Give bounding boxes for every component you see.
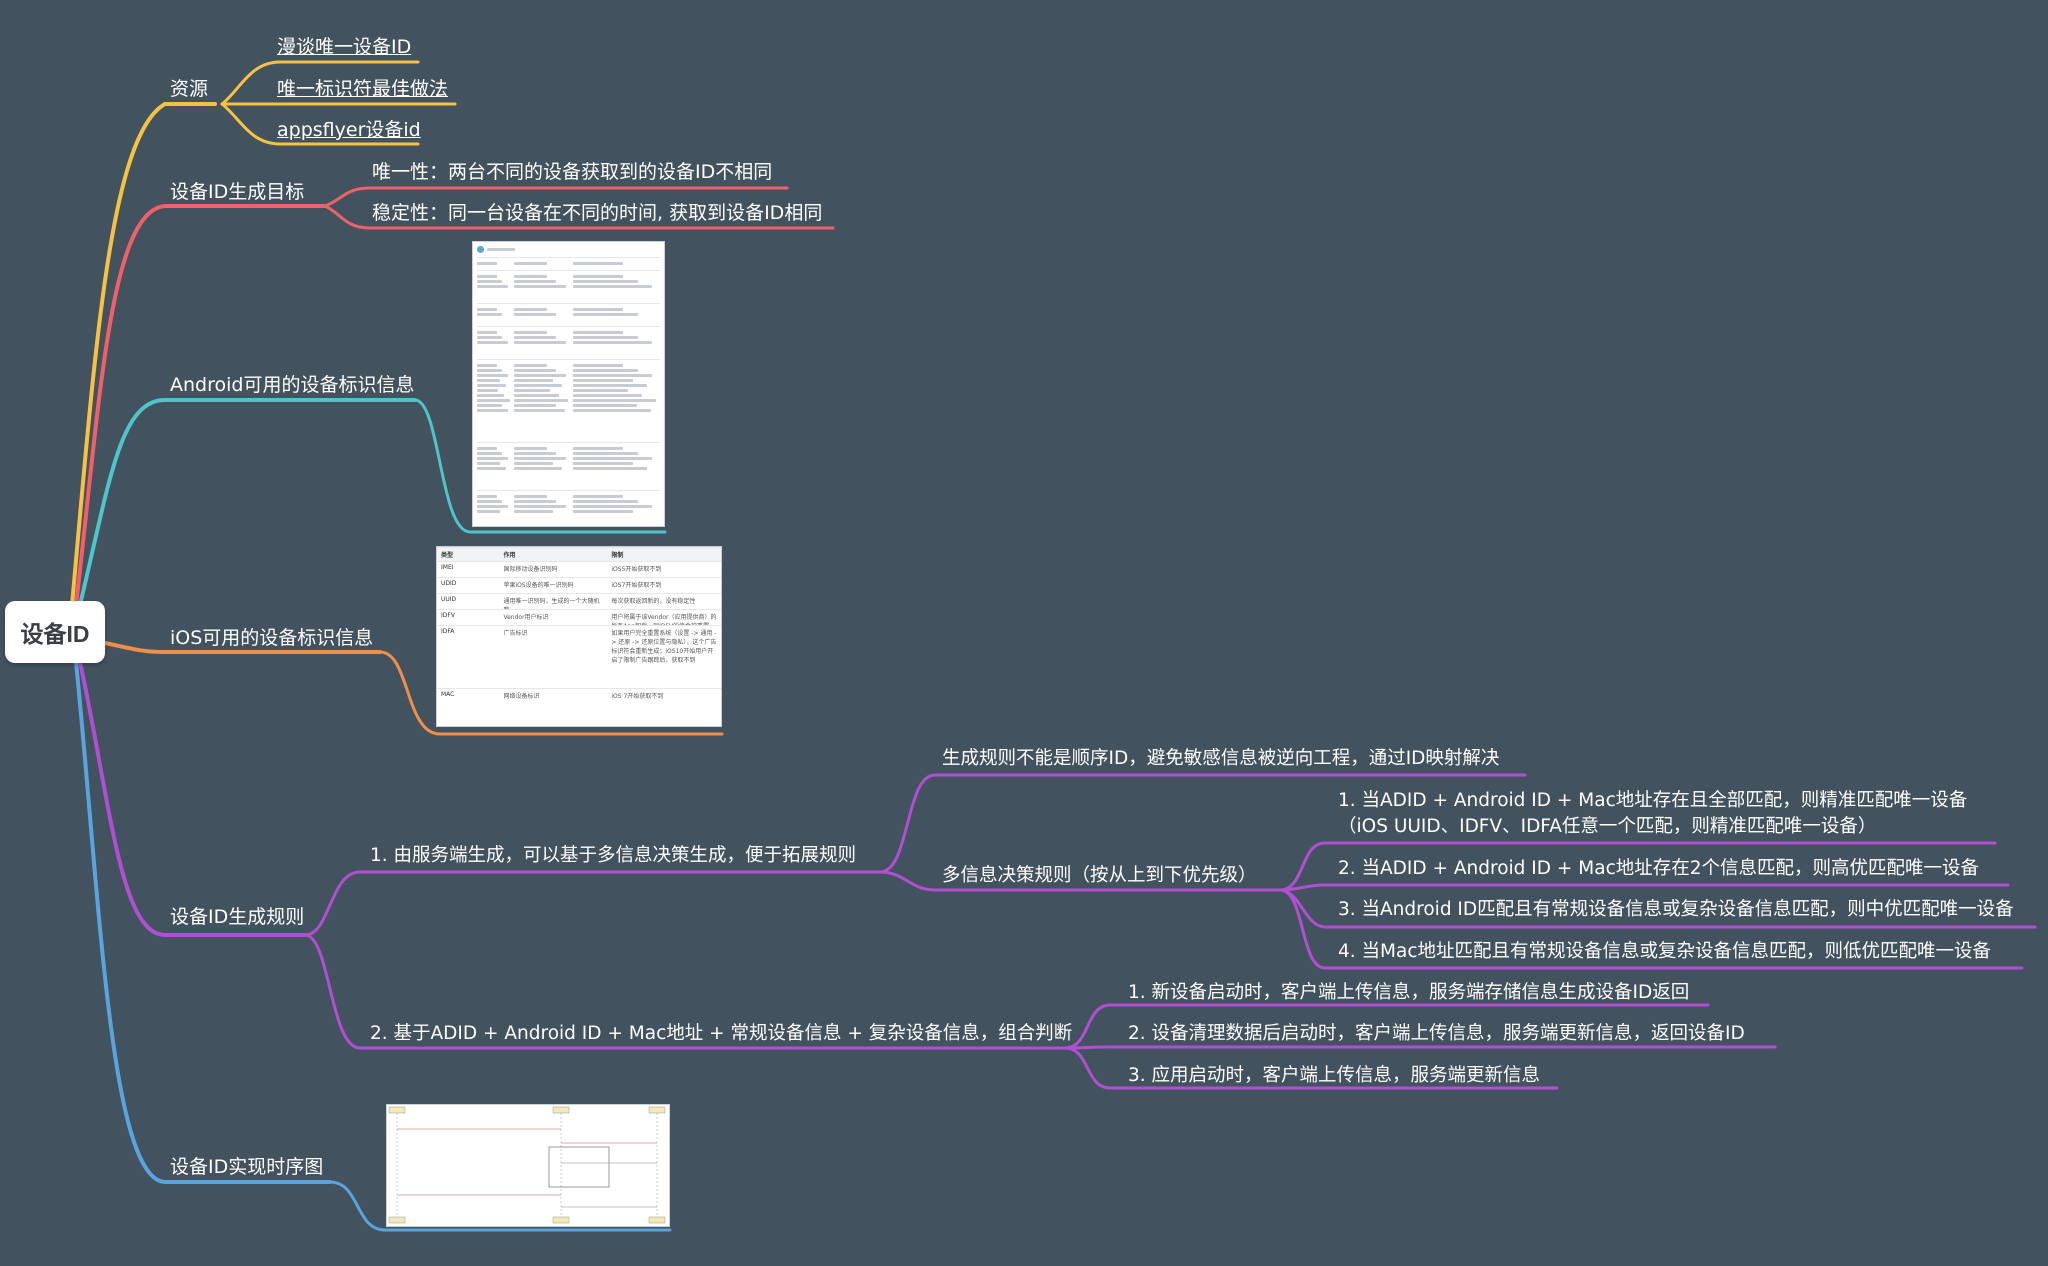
- scenario-new-device[interactable]: 1. 新设备启动时，客户端上传信息，服务端存储信息生成设备ID返回: [1128, 982, 1690, 1003]
- sequence-diagram-image[interactable]: [386, 1104, 670, 1227]
- ios-table-header-cell: 作用: [503, 552, 516, 559]
- ios-table-cell: IDFV: [441, 612, 455, 619]
- topic-sequence-diagram[interactable]: 设备ID实现时序图: [170, 1156, 324, 1178]
- root-topic[interactable]: 设备ID: [5, 601, 105, 663]
- ios-table-cell: 广告标识: [503, 630, 528, 637]
- android-table-row: [477, 303, 660, 326]
- ios-table-row: UUID 通用唯一识别码，生成的一个大随机数 每次获取返回新的，没有稳定性: [437, 593, 721, 609]
- android-table-image[interactable]: [472, 241, 665, 527]
- priority-rule-1-line1[interactable]: 1. 当ADID + Android ID + Mac地址存在且全部匹配，则精准…: [1338, 790, 1968, 811]
- topic-android[interactable]: Android可用的设备标识信息: [170, 374, 415, 396]
- android-table-row: [477, 490, 660, 526]
- resources-connectors: [70, 60, 457, 607]
- table-image-icon: [473, 242, 664, 526]
- ios-table-cell: iOS 7开始获取不到: [611, 693, 664, 700]
- goal-uniqueness[interactable]: 唯一性：两台不同的设备获取到的设备ID不相同: [372, 161, 773, 183]
- rules-connectors: [78, 660, 2037, 1090]
- rule-server-generated[interactable]: 1. 由服务端生成，可以基于多信息决策生成，便于拓展规则: [370, 845, 857, 866]
- rule-not-sequential[interactable]: 生成规则不能是顺序ID，避免敏感信息被逆向工程，通过ID映射解决: [942, 748, 1500, 769]
- sequence-connectors: [74, 660, 672, 1232]
- android-connectors: [78, 398, 667, 607]
- ios-table-cell: 网络设备标识: [503, 693, 540, 700]
- android-table-row: [477, 359, 660, 442]
- ios-table-row: IDFV Vendor用户标识 用户将属于该Vendor（应用提供商）的所有App卸…: [437, 609, 721, 625]
- priority-rule-4[interactable]: 4. 当Mac地址匹配且有常规设备信息或复杂设备信息匹配，则低优匹配唯一设备: [1338, 941, 1992, 962]
- ios-table-cell: MAC: [441, 691, 455, 698]
- priority-rule-2[interactable]: 2. 当ADID + Android ID + Mac地址存在2个信息匹配，则高…: [1338, 858, 1980, 879]
- scenario-app-launch[interactable]: 3. 应用启动时，客户端上传信息，服务端更新信息: [1128, 1065, 1541, 1086]
- priority-rule-1-line2[interactable]: （iOS UUID、IDFV、IDFA任意一个匹配，则精准匹配唯一设备）: [1338, 816, 1877, 837]
- link-appsflyer-device-id[interactable]: appsflyer设备id: [277, 119, 421, 141]
- ios-table-cell: IDFA: [441, 628, 455, 635]
- link-identifier-best-practice[interactable]: 唯一标识符最佳做法: [277, 78, 449, 100]
- topic-resources[interactable]: 资源: [170, 78, 209, 100]
- goals-connectors: [74, 186, 835, 607]
- ios-table-image[interactable]: 类型 作用 限制 IMEI 国际移动设备识别码 iOS5开始获取不到 UDID 苹果iOS设备…: [436, 546, 722, 727]
- android-table-row: [477, 270, 660, 303]
- ios-table-cell: 国际移动设备识别码: [503, 566, 558, 573]
- sequence-diagram-image-icon: [388, 1106, 666, 1224]
- android-table-row: [477, 442, 660, 490]
- ios-table-cell: 每次获取返回新的，没有稳定性: [611, 598, 696, 605]
- ios-table-cell: Vendor用户标识: [503, 614, 549, 621]
- android-table-row: [477, 257, 660, 270]
- ios-table-cell: 用户将属于该Vendor（应用提供商）的所有App卸载，则IDFV的值会被重置: [611, 614, 717, 625]
- scenario-data-cleared[interactable]: 2. 设备清理数据后启动时，客户端上传信息，服务端更新信息，返回设备ID: [1128, 1023, 1745, 1044]
- ios-table-cell: 苹果iOS设备的唯一识别码: [503, 582, 574, 589]
- ios-table-cell: 如果用户完全重置系统（设置 -> 通用 -> 还原 -> 还原位置与隐私），这个…: [611, 630, 717, 664]
- ios-table-cell: UDID: [441, 580, 457, 587]
- ios-table-row: MAC 网络设备标识 iOS 7开始获取不到: [437, 688, 721, 704]
- topic-goals[interactable]: 设备ID生成目标: [170, 181, 305, 203]
- ios-identifier-table: 类型 作用 限制 IMEI 国际移动设备识别码 iOS5开始获取不到 UDID 苹果iOS设备…: [437, 547, 721, 704]
- ios-table-cell: 通用唯一识别码，生成的一个大随机数: [503, 598, 600, 609]
- topic-ios[interactable]: iOS可用的设备标识信息: [170, 627, 374, 649]
- ios-table-header: 类型 作用 限制: [437, 547, 721, 561]
- ios-table-cell: UUID: [441, 596, 457, 603]
- ios-table-header-cell: 类型: [441, 552, 454, 559]
- ios-table-header-cell: 限制: [611, 552, 624, 559]
- android-table-row: [477, 326, 660, 359]
- link-unique-device-id[interactable]: 漫谈唯一设备ID: [277, 36, 412, 58]
- priority-rule-3[interactable]: 3. 当Android ID匹配且有常规设备信息或复杂设备信息匹配，则中优匹配唯…: [1338, 899, 2014, 920]
- ios-connectors: [103, 641, 724, 736]
- root-label: 设备ID: [20, 621, 90, 647]
- ios-table-cell: iOS5开始获取不到: [611, 566, 662, 573]
- topic-rules[interactable]: 设备ID生成规则: [170, 906, 305, 928]
- ios-table-row: UDID 苹果iOS设备的唯一识别码 iOS7开始获取不到: [437, 577, 721, 593]
- ios-table-cell: iOS7开始获取不到: [611, 582, 662, 589]
- goal-stability[interactable]: 稳定性：同一台设备在不同的时间, 获取到设备ID相同: [372, 202, 823, 224]
- ios-table-row: IDFA 广告标识 如果用户完全重置系统（设置 -> 通用 -> 还原 -> 还原位…: [437, 625, 721, 688]
- ios-table-cell: IMEI: [441, 564, 454, 571]
- rule-multi-info-decision[interactable]: 多信息决策规则（按从上到下优先级）: [942, 865, 1257, 886]
- ios-table-row: IMEI 国际移动设备识别码 iOS5开始获取不到: [437, 561, 721, 577]
- rule-combined-judgement[interactable]: 2. 基于ADID + Android ID + Mac地址 + 常规设备信息 …: [370, 1023, 1073, 1044]
